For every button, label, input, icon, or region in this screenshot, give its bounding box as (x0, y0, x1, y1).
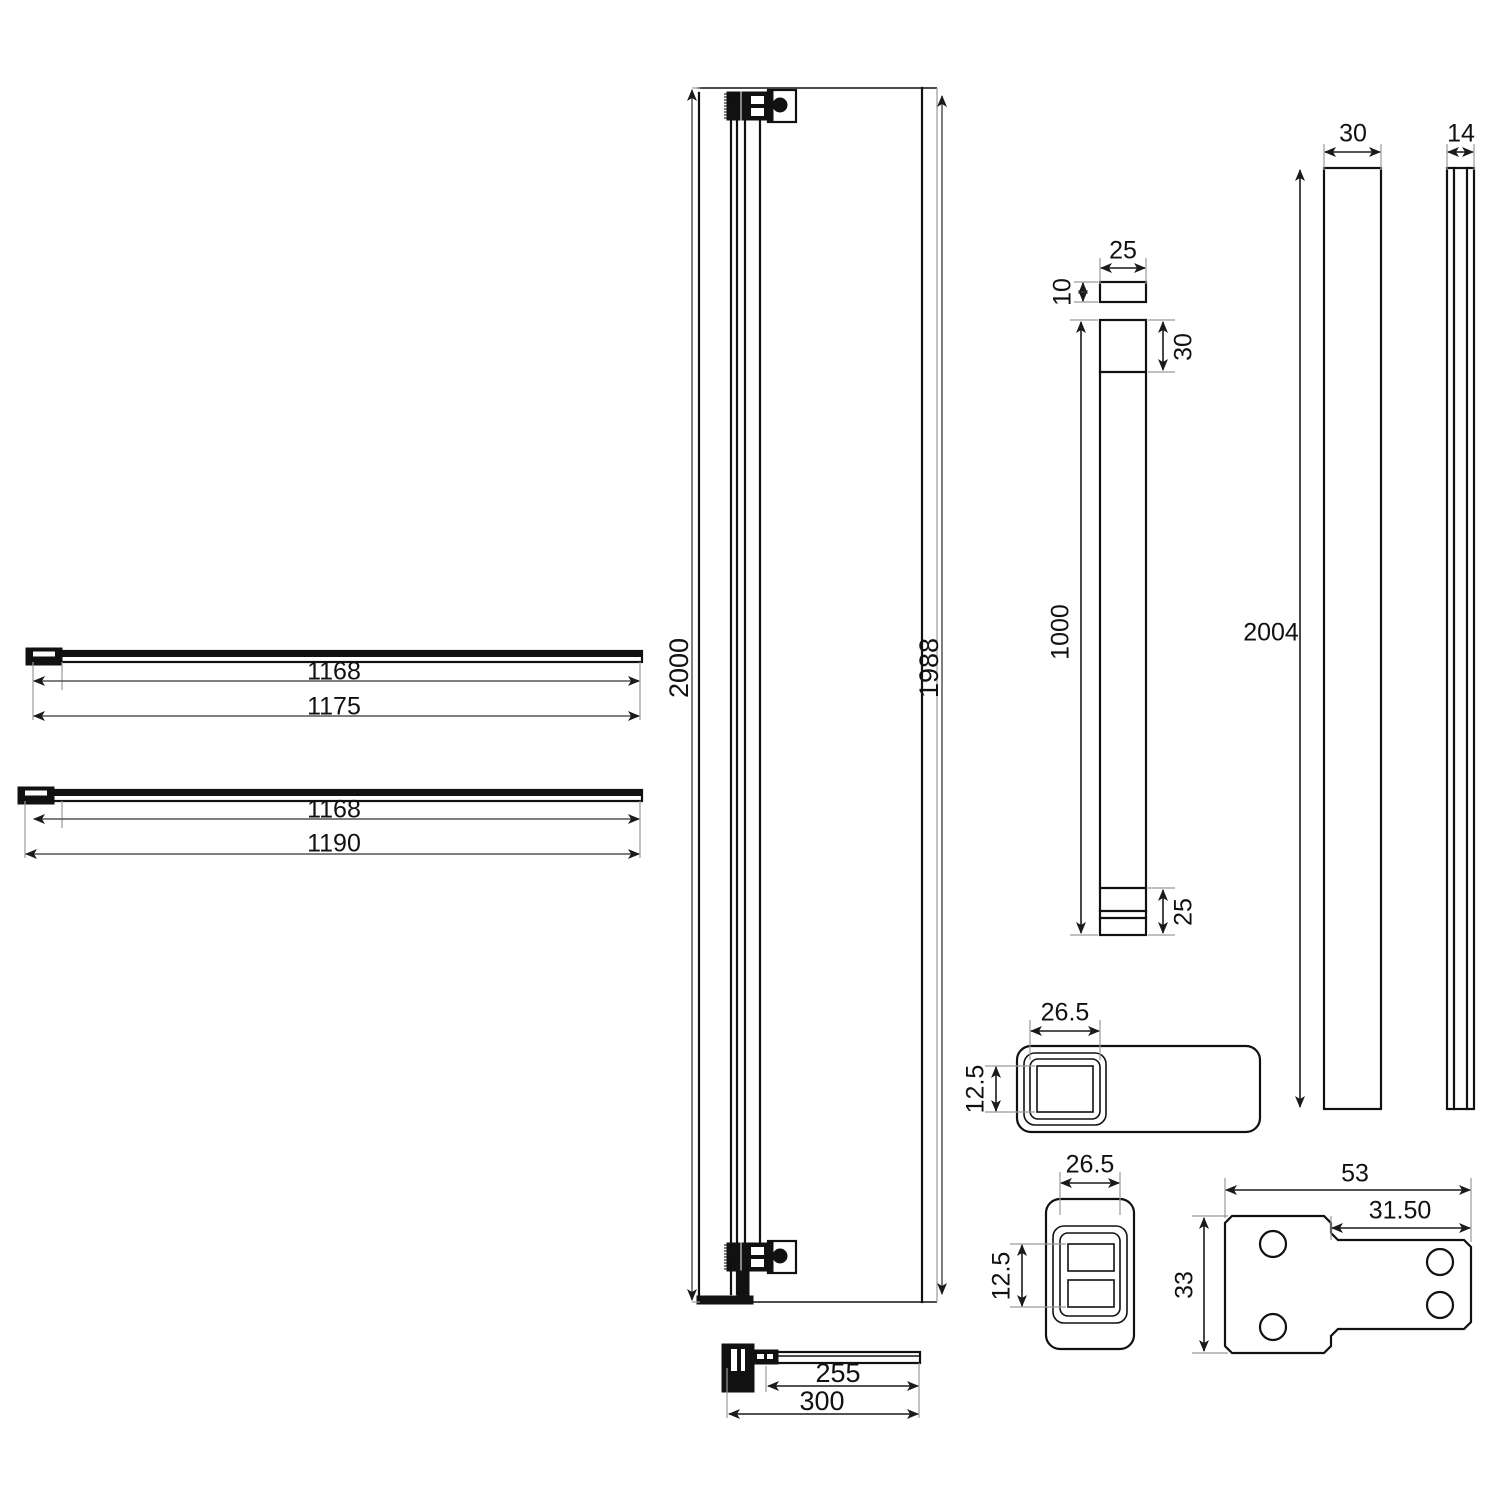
dimension-handle-v-125: 12.5 (988, 1244, 1027, 1307)
dimension-label: 25 (1109, 237, 1137, 265)
dimension-label: 255 (815, 1358, 860, 1388)
dimension-label: 1190 (307, 830, 361, 858)
dimension-label: 1175 (307, 693, 361, 721)
dimension-label: 30 (1339, 120, 1367, 148)
main-panel-glass-outline (697, 86, 938, 1304)
dimension-label: 1168 (307, 796, 361, 824)
post-body (1098, 318, 1148, 937)
view-plan-bottom: 255 300 (721, 1343, 922, 1419)
dimension-bottom-rail-1190: 1190 (25, 830, 640, 859)
dimension-top-rail-1168: 1168 (33, 658, 640, 686)
dimension-label: 31.50 (1369, 1197, 1432, 1225)
dimension-post-30: 30 (1158, 321, 1198, 371)
post-cap-body (1098, 280, 1148, 304)
dimension-cap-25: 25 (1100, 237, 1146, 273)
dimension-label: 300 (799, 1386, 844, 1416)
dimension-label: 26.5 (1066, 1151, 1115, 1179)
dimension-label: 14 (1447, 120, 1475, 148)
main-panel-bottom-hinge-detail (696, 1239, 798, 1305)
view-top-rail: 1168 1175 (25, 647, 644, 721)
dimension-handle-h-265: 26.5 (1030, 999, 1100, 1036)
dimension-label: 12.5 (988, 1252, 1016, 1301)
dimension-handle-v-265: 26.5 (1060, 1151, 1120, 1188)
dimension-label: 12.5 (962, 1065, 990, 1114)
dimension-panel-1988: 1988 (914, 95, 947, 1295)
view-vertical-post: 25 10 30 1000 (1047, 237, 1198, 937)
dimension-post-25: 25 (1158, 889, 1198, 934)
view-bottom-rail: 1168 1190 (17, 786, 644, 859)
main-panel-left-profile-stack (697, 91, 762, 1299)
dimension-label: 2004 (1243, 619, 1299, 647)
dimension-label: 53 (1341, 1160, 1369, 1188)
view-mounting-bracket: 53 31.50 33 (1171, 1160, 1473, 1355)
dimension-profile14-width: 14 (1447, 120, 1475, 157)
dimension-label: 10 (1049, 278, 1077, 306)
dimension-plan-255: 255 (767, 1358, 919, 1391)
bottom-rail-profile-body (17, 786, 644, 805)
handle-h-body (1015, 1044, 1262, 1134)
bracket-plate-body (1223, 1214, 1473, 1355)
dimension-label: 1168 (307, 658, 361, 686)
view-handle-section-vertical: 26.5 12.5 (988, 1151, 1136, 1351)
view-tall-profile-14: 14 (1445, 120, 1476, 1111)
dimension-profile30-2004: 2004 (1243, 169, 1305, 1108)
profile14-body (1445, 166, 1476, 1111)
dimension-label: 33 (1171, 1271, 1199, 1299)
dimension-top-rail-1175: 1175 (33, 693, 640, 721)
dimension-label: 1000 (1047, 604, 1075, 660)
dimension-handle-h-125: 12.5 (962, 1065, 1001, 1114)
main-panel-top-hinge-detail (724, 88, 798, 124)
view-handle-section-horizontal: 26.5 12.5 (962, 999, 1262, 1134)
view-main-panel: 2000 1988 (664, 86, 947, 1305)
dimension-bracket-53: 53 (1225, 1160, 1471, 1195)
dimension-panel-2000: 2000 (664, 87, 700, 1303)
dimension-plan-300: 300 (728, 1386, 919, 1419)
profile30-body (1322, 166, 1383, 1111)
dimension-bracket-3150: 31.50 (1331, 1197, 1471, 1233)
dimension-profile30-width: 30 (1324, 120, 1381, 157)
dimension-label: 1988 (914, 638, 944, 698)
dimension-label: 2000 (664, 638, 694, 698)
handle-v-body (1044, 1197, 1136, 1351)
dimension-bracket-33: 33 (1171, 1217, 1209, 1352)
dimension-post-1000: 1000 (1047, 321, 1086, 934)
top-rail-profile-body (25, 647, 644, 666)
dimension-label: 30 (1170, 333, 1198, 361)
view-tall-profile-30: 30 2004 (1243, 120, 1383, 1111)
dimension-cap-10: 10 (1049, 278, 1088, 306)
dimension-bottom-rail-1168: 1168 (33, 796, 640, 824)
dimension-label: 26.5 (1041, 999, 1090, 1027)
dimension-label: 25 (1170, 898, 1198, 926)
